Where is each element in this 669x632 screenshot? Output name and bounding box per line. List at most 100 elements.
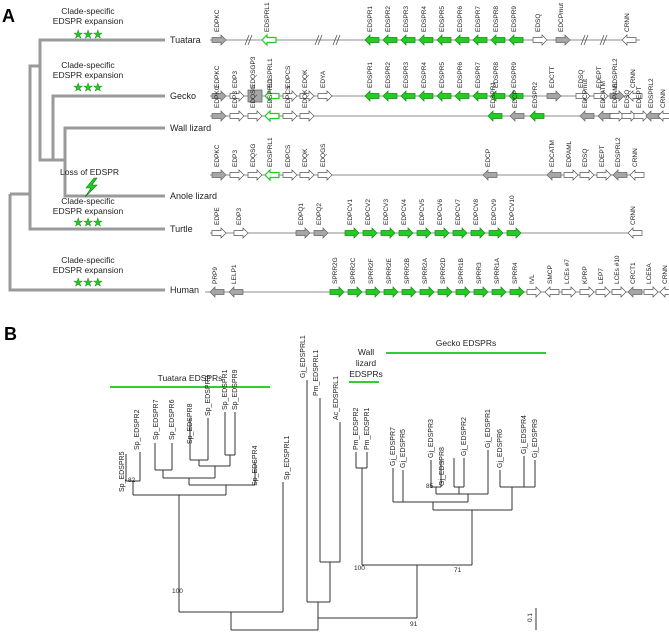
gene-label: CRCT1 [630,262,637,284]
taxon-label: Pm_EDSPR1 [364,407,371,450]
clade-text: Clade-specific [61,6,115,16]
group-label: EDSPRs [349,369,383,379]
gene-label: EDCP [485,149,492,167]
gene-arrow [211,34,227,46]
gene-arrow [611,286,627,298]
gene-arrow [436,34,452,46]
gene-arrow [299,169,315,181]
tree-branch [163,466,216,479]
tree-branch [8,194,165,292]
gene-label: SPRR2D [440,257,447,284]
gene-label: SMCP [547,265,554,284]
gene-label: EDPCV3 [383,199,390,225]
gene-arrow [455,286,471,298]
gene-arrow [382,34,398,46]
clade-annotation-turtle: Clade-specific EDSPR expansion ★★★ [53,196,124,229]
gene-arrow [362,227,378,239]
gene-label: EDQK [302,89,309,108]
tree-branch [432,502,512,511]
gene-arrow [470,227,486,239]
gene-arrow [627,227,643,239]
gene-label: EDSPR9 [511,62,518,88]
gene-label: EDSPRL2 [615,137,622,167]
gene-arrow [436,90,452,102]
gene-arrow [593,90,609,102]
gene-label: EDSPRL1 [267,137,274,167]
gene-arrow [506,227,522,239]
tree-branch [188,478,256,486]
gene-label: CRNN [624,13,631,32]
tree-branch [524,460,536,488]
clade-text: EDSPR expansion [53,16,124,26]
species-tree [8,38,165,292]
gene-arrow [382,90,398,102]
gene-label: EDSPR9 [511,6,518,32]
gene-label: EDSPR4 [421,6,428,32]
gene-arrow [579,110,595,122]
gene-label: EDCP [512,90,519,108]
species-label: Anole lizard [170,191,217,201]
taxon-label: Gj_EDSPR9 [532,419,539,458]
gene-tree [125,380,536,631]
gene-label: EDYA [320,70,327,88]
gene-label: EDPKC [214,9,221,32]
gene-label: EDSPR7 [475,6,482,32]
gene-arrow [264,89,280,103]
gene-arrow [419,286,435,298]
gene-arrow [247,169,263,181]
gene-label: EDP3 [232,91,239,108]
taxon-label: Sp_EDSPRL1 [284,436,291,480]
gene-label: SPRR2E [386,257,393,284]
tree-branch [63,160,165,198]
gene-label: EDQK [302,148,309,167]
gene-label: IVL [529,274,536,284]
gene-arrow [621,34,637,46]
clade-text: Clade-specific [61,60,115,70]
gene-arrow [579,169,595,181]
gene-arrow [532,34,548,46]
gene-arrow [529,110,545,122]
gene-label: EDP3 [232,71,239,88]
gene-label: EDCPmut [582,79,589,108]
tree-branch [38,66,165,162]
gene-label: EDSPRL1 [267,58,274,88]
gene-arrow [454,90,470,102]
stars-icon: ★★★ [73,217,103,229]
loss-label: Loss of EDSPR [60,167,119,177]
gene-label: EDPKC [214,144,221,167]
group-label: Gecko EDSPRs [436,338,496,348]
gene-label: EDSPR6 [457,62,464,88]
gene-arrow [365,286,381,298]
gene-label: EDSPRL2 [648,78,655,108]
tree-branch [133,485,227,496]
gene-arrow [629,169,645,181]
gene-label: EDQGS [320,143,327,167]
gene-arrow [209,286,225,298]
stars-icon: ★★★ [73,82,103,94]
gene-label: EDPCV4 [401,199,408,225]
gene-label: EDP3 [236,208,243,225]
gene-arrow [609,90,625,102]
gene-label: EDEPT [599,145,606,167]
gene-arrow [317,90,333,102]
gene-label: LCEs #10 [614,255,621,284]
gene-arrow [526,286,542,298]
gene-label: EDPQ1 [298,203,305,225]
gene-label: EDPCV9 [491,199,498,225]
gene-arrow [261,33,277,47]
tree-branch [224,412,236,456]
gene-label: EDSPR7 [475,62,482,88]
gene-arrow [575,90,591,102]
gene-arrow [609,110,625,122]
gene-arrow [482,169,498,181]
gene-label: EDSPR1 [490,82,497,108]
tree-branch [398,500,469,503]
species-label: Human [170,285,199,295]
tree-branch [392,468,404,503]
gene-label: CRNN [660,89,667,108]
taxon-label: Gj_EDSPR7 [390,427,397,466]
gene-arrow [211,110,227,122]
gene-label: EDQSG [250,144,257,167]
